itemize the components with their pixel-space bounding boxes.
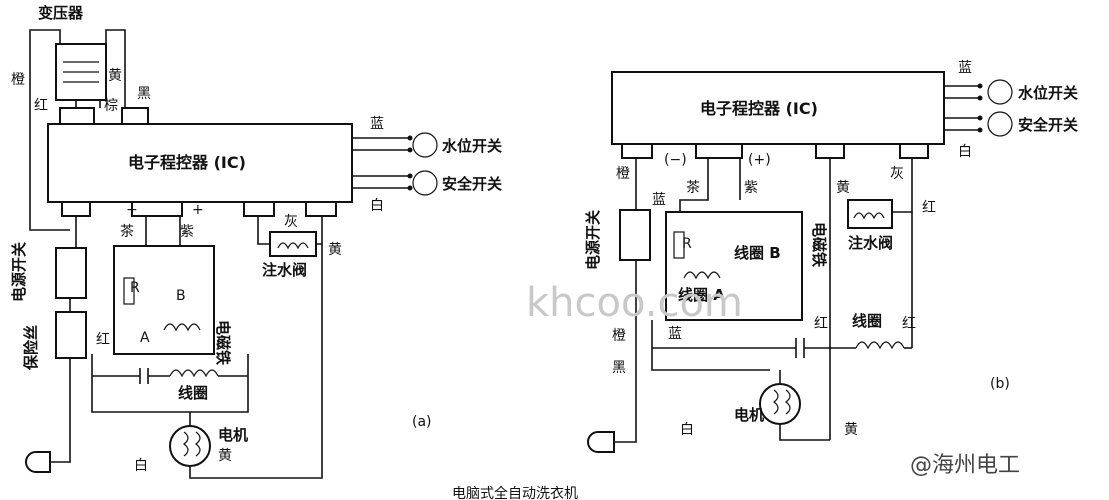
- coil-label: A: [140, 330, 150, 346]
- wire-label: 白: [958, 144, 972, 160]
- resistor-label: R: [682, 236, 692, 252]
- wire-label: 红: [96, 332, 110, 348]
- wire-label: 黄: [108, 67, 122, 84]
- coil-b-label: 线圈 B: [734, 244, 781, 262]
- wire-label: 茶: [120, 224, 134, 240]
- power-switch-b-label: 电源开关: [584, 210, 602, 270]
- terminal-b-b3: [815, 143, 845, 159]
- wire-label: 红: [922, 200, 936, 216]
- inlet-valve-a-label: 注水阀: [262, 261, 307, 279]
- terminal-a-b2: [131, 201, 183, 217]
- coil-a-b-label: 线圈 A: [678, 286, 725, 304]
- solenoid-a-label: 电磁铁: [214, 320, 232, 365]
- diagram-b-caption: (b): [990, 376, 1010, 392]
- resistor-b: [673, 231, 685, 259]
- terminal-b-b1: [621, 143, 653, 159]
- inlet-valve-b: [847, 199, 893, 229]
- water-level-switch-label: 水位开关: [442, 137, 502, 155]
- terminal-b-b2: [695, 143, 743, 159]
- controller-a: [47, 123, 353, 203]
- wire-label: 橙: [11, 72, 25, 88]
- controller-b-label: 电子程控器 (IC): [700, 99, 818, 118]
- wire-label: 蓝: [958, 60, 972, 76]
- controller-b: [611, 71, 945, 145]
- controller-a-label: 电子程控器 (IC): [128, 153, 246, 172]
- resistor-a: [123, 277, 135, 305]
- wire-label: 黄: [218, 447, 232, 464]
- diagram-a-caption: (a): [412, 414, 432, 430]
- wire-label: (−): [664, 152, 687, 168]
- wire-label: 茶: [686, 180, 700, 196]
- power-switch-a: [55, 247, 87, 299]
- wire-label: −: [126, 202, 138, 218]
- wire-label: 黑: [612, 360, 626, 376]
- diagram-b: 电子程控器 (IC) 水位开关 安全开关 蓝 白 (−) (+) 电源开关: [584, 60, 1078, 453]
- wire-label: 蓝: [668, 326, 682, 342]
- wire-label: +: [192, 202, 204, 218]
- terminal-a-top2: [121, 107, 149, 125]
- watermark: khcoo.com: [526, 280, 743, 326]
- power-switch-a-label: 电源开关: [10, 242, 28, 302]
- wire-label: 紫: [180, 224, 194, 240]
- terminal-a-top1: [59, 107, 95, 125]
- wire-label: (+): [748, 152, 771, 168]
- terminal-a-b3: [243, 201, 275, 217]
- wire-label: 灰: [890, 166, 904, 182]
- terminal-a-b4: [305, 201, 337, 217]
- safety-switch-b-icon: [987, 111, 1013, 137]
- wire-label: 白: [680, 422, 694, 438]
- wire-label: 黄: [836, 179, 850, 196]
- motor-a-icon: [169, 425, 211, 467]
- fuse-a-label: 保险丝: [22, 325, 40, 371]
- power-switch-b: [619, 209, 651, 261]
- motor-a-label: 电机: [218, 426, 248, 444]
- diagram-a: 变压器 电子程控器 (IC) 水位开关 安全开关: [10, 4, 502, 479]
- water-level-switch-icon: [412, 132, 438, 158]
- wire-label: 蓝: [370, 116, 384, 132]
- solenoid-b-label: 电磁铁: [810, 222, 828, 267]
- fuse-a: [55, 311, 87, 359]
- safety-switch-icon: [412, 170, 438, 196]
- wire-label: 红: [814, 316, 828, 332]
- wire-label: 黄: [328, 241, 342, 258]
- figure-caption: 电脑式全自动洗衣机: [452, 485, 578, 500]
- wire-label: 橙: [616, 166, 630, 182]
- plug-a-icon: [25, 451, 51, 473]
- solenoid-a: [113, 245, 215, 355]
- coil-label: B: [176, 288, 186, 304]
- coil-a-label: 线圈: [178, 384, 208, 402]
- safety-switch-b-label: 安全开关: [1018, 116, 1078, 134]
- water-level-switch-b-label: 水位开关: [1018, 84, 1078, 102]
- transformer-label: 变压器: [38, 4, 84, 22]
- wire-label: 黑: [137, 86, 151, 102]
- motor-b-label: 电机: [734, 406, 764, 424]
- resistor-label: R: [130, 280, 140, 296]
- wire-label: 蓝: [652, 192, 666, 208]
- safety-switch-label: 安全开关: [442, 175, 502, 193]
- terminal-b-b4: [899, 143, 929, 159]
- wire-label: 橙: [612, 328, 626, 344]
- wire-label: 白: [370, 198, 384, 214]
- inlet-valve-a: [269, 231, 317, 257]
- wire-label: 灰: [284, 214, 298, 230]
- terminal-a-b1: [61, 201, 91, 217]
- credit-watermark: @海州电工: [910, 453, 1020, 478]
- motor-b-icon: [759, 383, 801, 425]
- wire-label: 红: [902, 316, 916, 332]
- wire-label: 白: [134, 458, 148, 474]
- wire-label: 紫: [744, 180, 758, 196]
- solenoid-b: [665, 211, 803, 321]
- inlet-valve-b-label: 注水阀: [848, 234, 893, 252]
- coil-b-row-label: 线圈: [852, 312, 882, 330]
- wire-label: 红: [34, 98, 48, 114]
- water-level-switch-b-icon: [987, 79, 1013, 105]
- wire-label: 棕: [104, 98, 118, 114]
- wire-label: 黄: [844, 421, 858, 438]
- plug-b-icon: [587, 431, 615, 453]
